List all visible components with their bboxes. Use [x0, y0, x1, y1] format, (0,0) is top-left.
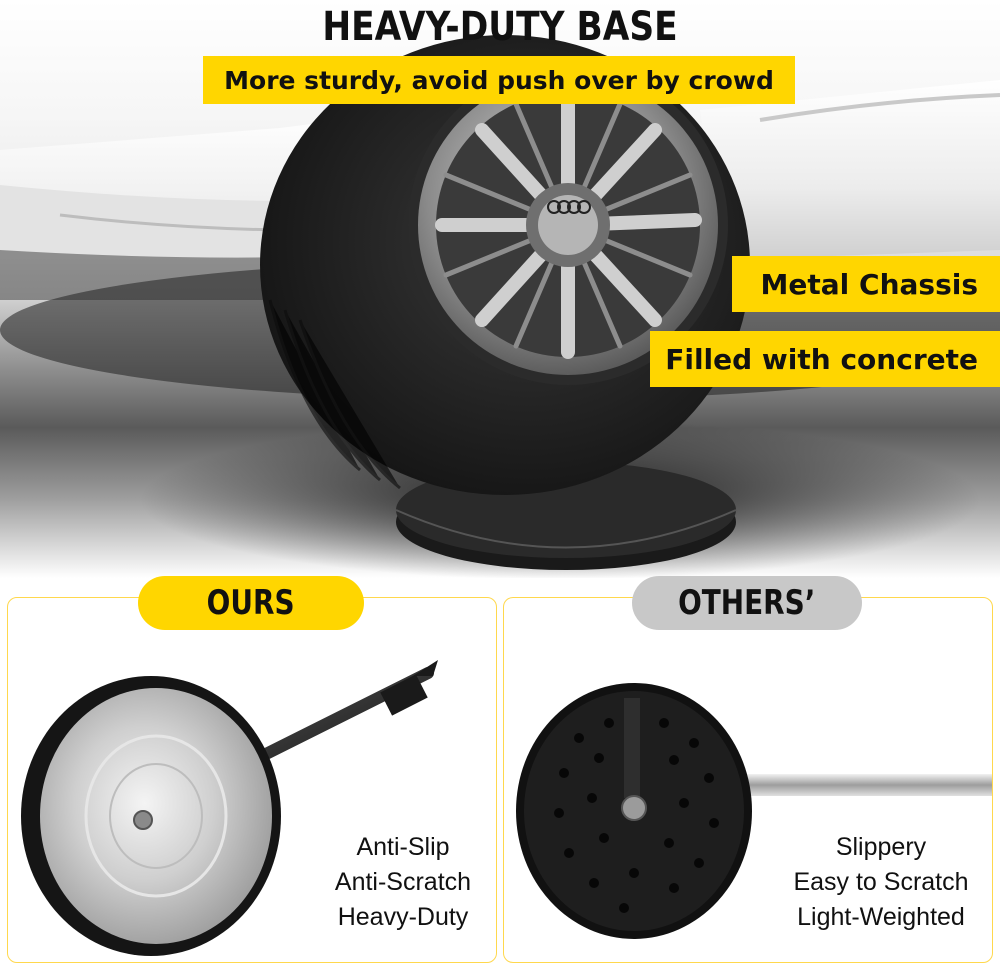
- page-title: HEAVY-DUTY BASE: [322, 4, 678, 50]
- feature-item: Light-Weighted: [797, 903, 965, 931]
- tag-metal-chassis: Metal Chassis: [732, 256, 1000, 312]
- feature-item: Easy to Scratch: [793, 868, 969, 896]
- tag-label: Filled with concrete: [665, 342, 978, 376]
- others-label-pill: OTHERS’: [632, 576, 862, 630]
- ours-features: Anti-Slip Anti-Scratch Heavy-Duty: [308, 830, 496, 935]
- tag-filled-concrete: Filled with concrete: [650, 331, 1000, 387]
- subtitle-text: More sturdy, avoid push over by crowd: [224, 65, 774, 95]
- feature-item: Anti-Scratch: [334, 868, 472, 896]
- ours-label-pill: OURS: [138, 576, 364, 630]
- hero-section: HEAVY-DUTY BASE More sturdy, avoid push …: [0, 0, 1000, 578]
- others-features: Slippery Easy to Scratch Light-Weighted: [776, 830, 986, 935]
- tag-label: Metal Chassis: [760, 267, 978, 301]
- feature-item: Anti-Slip: [356, 833, 450, 861]
- subtitle-banner: More sturdy, avoid push over by crowd: [203, 56, 795, 104]
- comparison-panel-others: Slippery Easy to Scratch Light-Weighted: [503, 597, 993, 963]
- others-label: OTHERS’: [678, 583, 816, 623]
- comparison-panel-ours: Anti-Slip Anti-Scratch Heavy-Duty: [7, 597, 497, 963]
- ours-base-illustration: [21, 660, 438, 956]
- ours-label: OURS: [207, 583, 295, 623]
- feature-item: Slippery: [835, 833, 927, 861]
- others-base-illustration: [516, 683, 992, 939]
- feature-item: Heavy-Duty: [337, 903, 469, 931]
